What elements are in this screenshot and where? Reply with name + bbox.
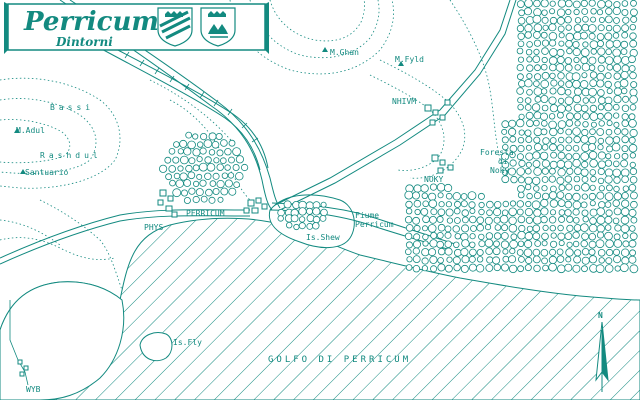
- peak-markers: [14, 47, 404, 174]
- peninsula-land: [0, 281, 125, 400]
- label-fiume-perricum: Perricum: [355, 220, 394, 229]
- label-m-ghan: M.Ghan: [330, 48, 359, 57]
- map-subtitle: Dintorni: [55, 35, 113, 49]
- label-foresta: Foresta: [480, 148, 514, 157]
- label-is-shew: Is.Shew: [306, 233, 340, 242]
- label-nhivm: NHIVM: [392, 97, 416, 106]
- settlement-phys: [157, 189, 178, 218]
- label-noky-forest: Noky: [490, 166, 509, 175]
- label-di: di: [498, 157, 508, 166]
- label-phys: PHYS: [144, 223, 163, 232]
- settlement-wyb: [17, 359, 29, 377]
- coat-of-arms-shield-crown-icon: [200, 7, 236, 47]
- coat-of-arms-shield-diagonal-icon: [157, 7, 193, 47]
- island-fly: [139, 332, 173, 362]
- label-m-adul: M.Adul: [16, 126, 45, 135]
- label-wyb: WYB: [26, 385, 41, 394]
- road-north: [84, 37, 269, 171]
- road-west: [0, 209, 251, 265]
- forest-east: [404, 0, 639, 274]
- compass-letter: N: [598, 311, 603, 320]
- label-is-fly: Is.Fly: [173, 338, 202, 347]
- label-fiume: Fiume: [355, 211, 379, 220]
- map-title: Perricum: [23, 7, 159, 37]
- north-arrow-compass-icon: N: [595, 311, 609, 392]
- label-golfo: GOLFO DI PERRICUM: [268, 355, 411, 365]
- label-bassi: Bassi: [50, 103, 94, 112]
- settlement-perricum: [243, 197, 268, 214]
- forest-shew: [277, 200, 328, 231]
- label-noky: NOKY: [424, 175, 443, 184]
- settlements: [17, 99, 454, 377]
- title-banner: Perricum Dintorni: [4, 2, 269, 54]
- label-perricum: PERRICUM: [186, 209, 225, 218]
- label-santuario: Santuario: [25, 168, 69, 177]
- forest-west: [159, 131, 249, 204]
- settlement-nhivm: [424, 99, 451, 126]
- label-rashdul: Rashdul: [40, 151, 102, 160]
- settlement-noky: [431, 154, 454, 174]
- label-m-fyld: M.Fyld: [395, 55, 424, 64]
